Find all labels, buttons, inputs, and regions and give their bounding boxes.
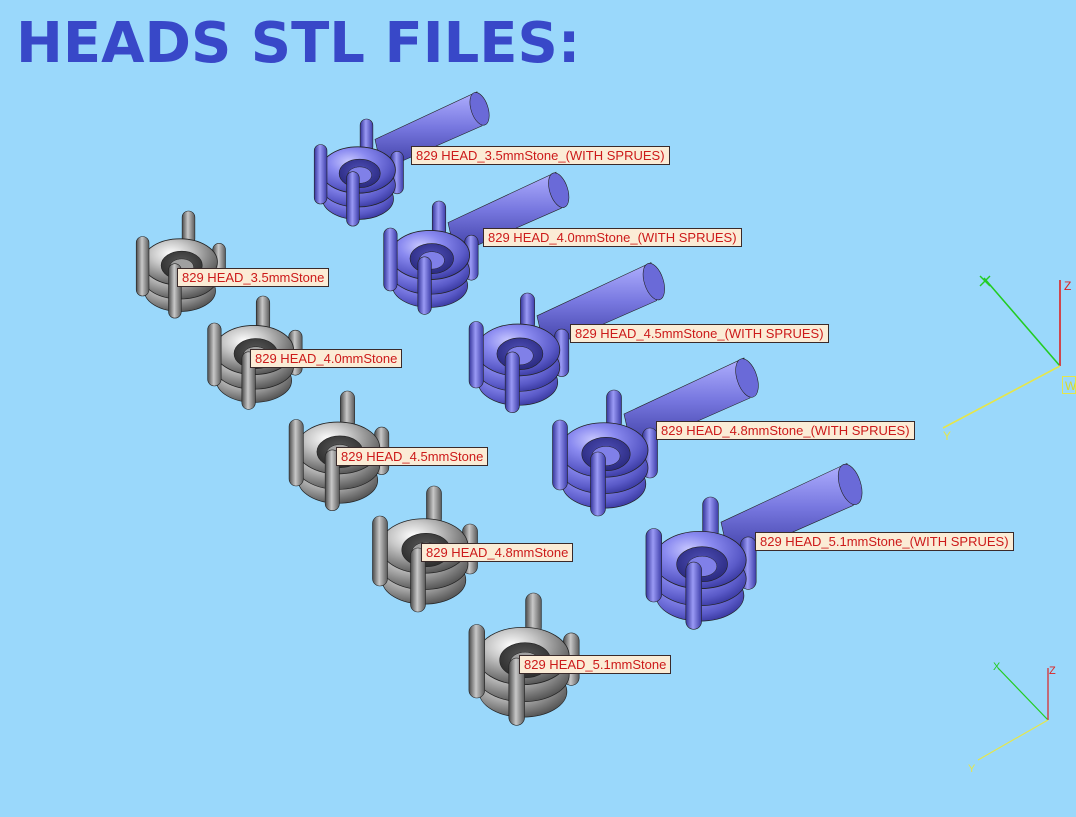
prong-front [685,561,702,630]
mini-axis-y-label: Y [968,763,976,775]
prong-front [324,449,340,511]
prong-left [313,144,328,205]
models-layer [135,90,867,726]
axis-w-label: W [1062,376,1076,394]
sprued-model-label-3: 829 HEAD_4.8mmStone_(WITH SPRUES) [656,421,915,440]
sprued-head-model-4[interactable] [645,461,867,630]
prong-left [372,515,388,587]
axes-layer: Z Y X Z Y [942,275,1071,775]
prong-front [508,657,525,726]
sprue-end [735,358,759,398]
plain-model-label-0: 829 HEAD_3.5mmStone [177,268,330,287]
plain-head-model-0[interactable] [135,210,226,319]
axis-z-label: Z [1064,279,1071,293]
sprued-model-label-0: 829 HEAD_3.5mmStone_(WITH SPRUES) [411,146,670,165]
sprued-model-label-1: 829 HEAD_4.0mmStone_(WITH SPRUES) [483,228,742,247]
prong-left [383,227,398,292]
prong-left [288,419,304,487]
sprue-end [837,463,863,505]
axis-y-line [942,365,1061,429]
page-title: HEADS STL FILES: [16,11,581,76]
sprued-head-model-2[interactable] [468,261,669,413]
sprued-model-label-4: 829 HEAD_5.1mmStone_(WITH SPRUES) [755,532,1014,551]
sprue-end [548,172,570,208]
mini-axis-x-label: X [993,661,1001,673]
sprued-model-label-2: 829 HEAD_4.5mmStone_(WITH SPRUES) [570,324,829,343]
prong-left [468,321,484,389]
plain-model-label-4: 829 HEAD_5.1mmStone [519,655,672,674]
plain-model-label-1: 829 HEAD_4.0mmStone [250,349,403,368]
axis-x-line [983,277,1061,367]
sprue-end [469,92,490,126]
mini-axis-z-label: Z [1049,665,1056,677]
prong-front [346,171,360,227]
plain-model-label-2: 829 HEAD_4.5mmStone [336,447,489,466]
prong-front [504,351,520,413]
sprue-end [642,262,665,301]
prong-left [552,419,568,491]
plain-model-label-3: 829 HEAD_4.8mmStone [421,543,574,562]
mini-axis-y-line [977,719,1049,761]
prong-front [410,547,426,613]
sprued-head-model-1[interactable] [383,170,573,315]
axis-x-tick [979,275,991,287]
mini-axis-x-line [997,667,1049,721]
prong-left [207,322,222,387]
sprued-head-model-3[interactable] [552,356,763,517]
prong-front [590,451,606,517]
axis-y-label: Y [943,429,951,443]
prong-left [135,236,150,297]
sprued-head-model-0[interactable] [313,90,493,227]
prong-left [645,528,662,603]
prong-left [468,624,485,699]
prong-front [417,256,432,315]
